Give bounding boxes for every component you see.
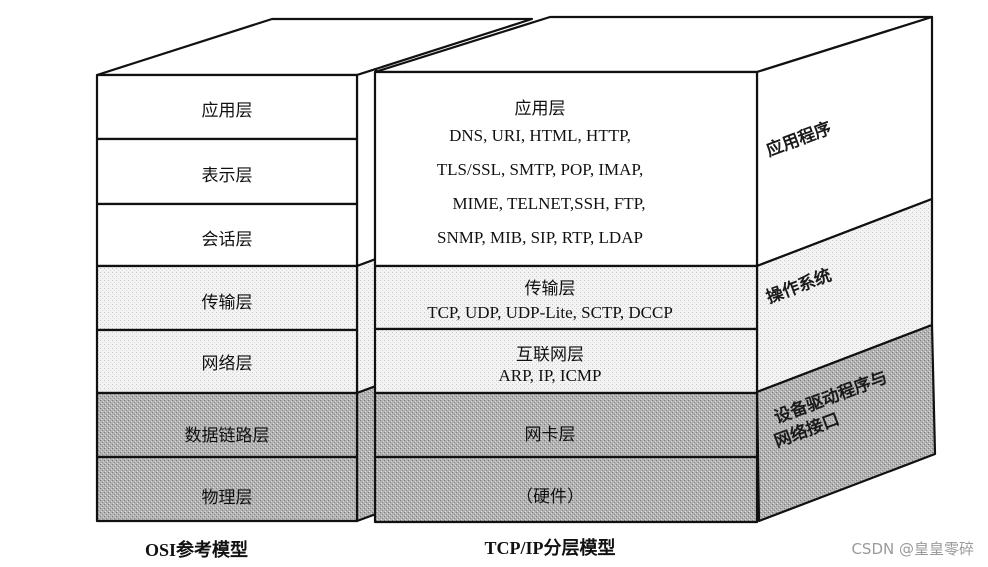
osi-layer-network: [95, 328, 359, 395]
tcpip-label-nic: 网卡层: [524, 425, 576, 445]
osi-label-datalink: 数据链路层: [184, 426, 270, 446]
osi-side-white: [355, 67, 378, 268]
tcpip-app-protocols-line-3: MIME, TELNET,SSH, FTP,: [452, 194, 646, 213]
osi-caption: OSI参考模型: [145, 540, 249, 560]
tcpip-transport-protocols: TCP, UDP, UDP-Lite, SCTP, DCCP: [427, 303, 673, 322]
osi-label-application: 应用层: [201, 101, 253, 121]
tcpip-app-protocols-line-1: DNS, URI, HTML, HTTP,: [449, 126, 631, 145]
tcpip-internet-protocols: ARP, IP, ICMP: [498, 366, 602, 385]
tcpip-layer-application: [373, 70, 759, 268]
osi-label-transport: 传输层: [201, 293, 253, 313]
tcpip-layer-transport: [373, 264, 759, 331]
osi-side-light: [355, 257, 378, 395]
tcpip-layer-nic: [373, 391, 759, 459]
tcpip-label-internet: 互联网层: [516, 345, 584, 365]
osi-label-network: 网络层: [201, 354, 253, 374]
osi-label-physical: 物理层: [201, 488, 253, 508]
tcpip-label-application: 应用层: [514, 99, 566, 119]
tcpip-caption: TCP/IP分层模型: [484, 538, 616, 558]
tcpip-app-protocols-line-2: TLS/SSL, SMTP, POP, IMAP,: [436, 160, 644, 179]
tcpip-layer-internet: [373, 327, 759, 395]
watermark: CSDN @皇皇零碎: [851, 540, 974, 558]
osi-label-presentation: 表示层: [201, 166, 253, 186]
osi-layer-presentation: [95, 137, 359, 206]
osi-side-dark: [355, 384, 378, 523]
osi-layer-datalink: [95, 391, 359, 459]
osi-layer-physical: [95, 455, 359, 523]
tcpip-side-driver: [755, 323, 937, 523]
osi-layer-transport: [95, 264, 359, 332]
osi-label-session: 会话层: [201, 230, 253, 250]
tcpip-label-transport: 传输层: [524, 279, 576, 299]
osi-layer-application: [95, 73, 359, 141]
tcpip-layer-hardware: [373, 455, 759, 524]
tcpip-label-hardware: （硬件）: [516, 487, 584, 507]
tcpip-app-protocols-line-4: SNMP, MIB, SIP, RTP, LDAP: [437, 228, 643, 247]
